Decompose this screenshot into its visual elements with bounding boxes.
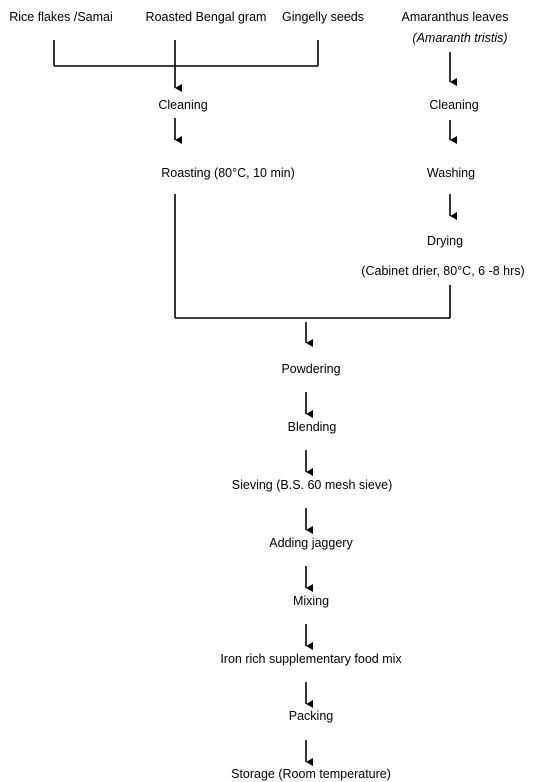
left-step-roasting: Roasting (80°C, 10 min) <box>161 166 295 180</box>
left-step-cleaning: Cleaning <box>158 98 208 112</box>
right-step-washing: Washing <box>426 166 476 180</box>
input-gingelly-seeds: Gingelly seeds <box>282 10 364 24</box>
right-step-cleaning: Cleaning <box>429 98 479 112</box>
step-food-mix: Iron rich supplementary food mix <box>220 652 402 666</box>
step-mixing: Mixing <box>292 594 330 608</box>
input-bengal-gram: Roasted Bengal gram <box>145 10 267 24</box>
step-packing: Packing <box>288 709 334 723</box>
step-adding-jaggery: Adding jaggery <box>269 536 353 550</box>
input-amaranthus: Amaranthus leaves <box>401 10 509 24</box>
step-storage: Storage (Room temperature) <box>231 767 391 781</box>
input-amaranthus-species: (Amaranth tristis) <box>412 31 508 45</box>
step-blending: Blending <box>287 420 337 434</box>
input-rice-flakes: Rice flakes /Samai <box>9 10 113 24</box>
right-step-drying-detail: (Cabinet drier, 80°C, 6 -8 hrs) <box>361 264 525 278</box>
right-step-drying: Drying <box>426 234 464 248</box>
step-sieving: Sieving (B.S. 60 mesh sieve) <box>231 478 393 492</box>
step-powdering: Powdering <box>281 362 341 376</box>
